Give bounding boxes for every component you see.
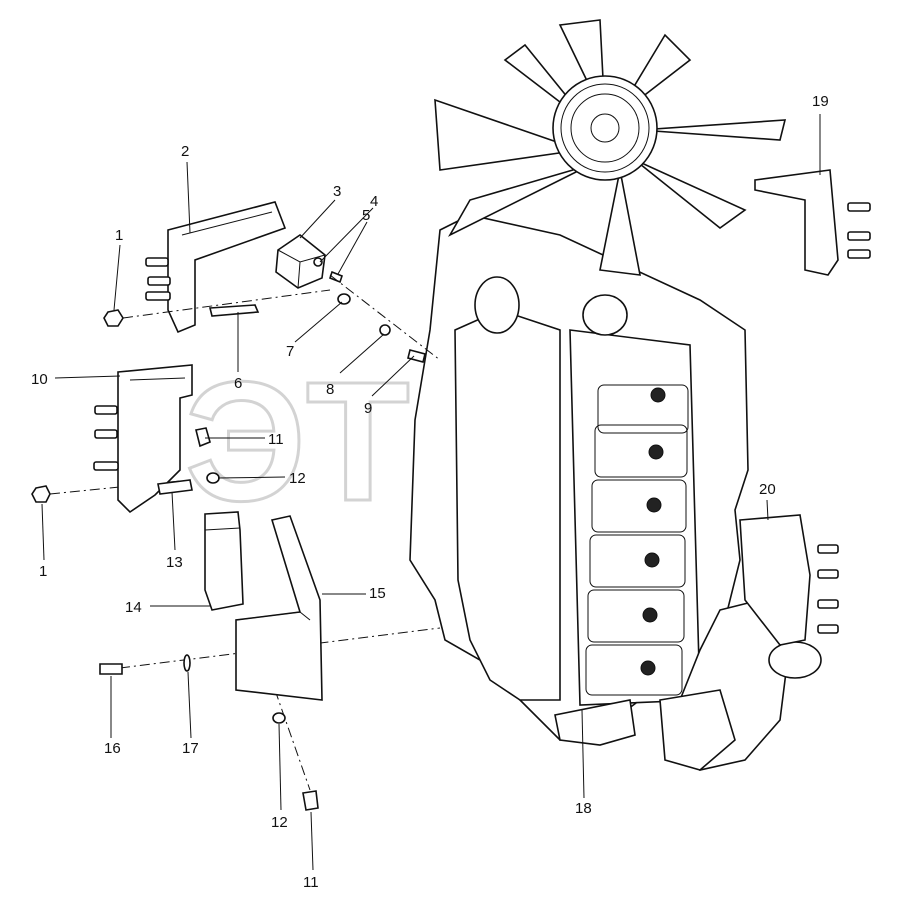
part-3-cushion — [275, 234, 326, 289]
callout-4: 4 — [370, 193, 378, 210]
callout-labels: 1 2 3 4 5 6 7 8 9 10 11 12 13 1 14 15 16… — [31, 93, 829, 891]
part-13-bolt — [157, 479, 193, 495]
valve-cover-bank — [569, 329, 701, 706]
callout-11-lower: 11 — [303, 874, 319, 891]
intake-elbow-right — [582, 294, 628, 336]
part-12-washer-upper — [206, 472, 220, 484]
part-16-bolt — [99, 663, 123, 675]
callout-13: 13 — [166, 554, 183, 571]
part-11-bolt-upper — [195, 427, 211, 448]
part-15-mounting-plate — [235, 515, 323, 701]
intake-elbow-left — [474, 276, 520, 334]
part-11-bolt-lower — [302, 790, 319, 811]
callout-10: 10 — [31, 371, 48, 388]
part-14-shim-block — [204, 511, 244, 611]
callout-6: 6 — [234, 375, 242, 392]
part-2-upper-bracket — [145, 201, 287, 334]
part-19-right-bracket — [754, 169, 871, 276]
turbo-compressor — [659, 689, 736, 771]
callout-1-lower: 1 — [39, 563, 47, 580]
part-6-bolt — [208, 304, 260, 317]
fan-clutch-hub — [552, 75, 658, 181]
callout-3: 3 — [333, 183, 341, 200]
callout-12-lower: 12 — [271, 814, 288, 831]
part-7-washer — [337, 293, 351, 305]
callout-1-upper: 1 — [115, 227, 123, 244]
callout-8: 8 — [326, 381, 334, 398]
callout-19: 19 — [812, 93, 829, 110]
callout-12-upper: 12 — [289, 470, 306, 487]
part-1-nut-lower — [31, 485, 51, 503]
engine-assembly — [409, 19, 822, 771]
valve-cover-segments — [585, 384, 689, 696]
callout-9: 9 — [364, 400, 372, 417]
part-20-right-lower-bracket — [739, 514, 839, 646]
callout-18: 18 — [575, 800, 592, 817]
engine-left-manifold — [454, 309, 561, 701]
part-1-nut-upper — [103, 309, 124, 327]
part-17-washer — [183, 654, 191, 672]
part-9-bolt — [407, 349, 426, 363]
callout-7: 7 — [286, 343, 294, 360]
leader-lines — [41, 114, 821, 871]
callout-2: 2 — [181, 143, 189, 160]
part-4-nut — [313, 257, 323, 267]
callout-11-upper: 11 — [268, 431, 284, 448]
part-12-washer-lower — [272, 712, 286, 724]
part-10-lower-bracket — [93, 364, 193, 514]
callout-16: 16 — [104, 740, 121, 757]
exhaust-outlet — [554, 699, 636, 746]
turbo-inlet — [768, 641, 822, 679]
callout-5: 5 — [362, 207, 370, 224]
callout-15: 15 — [369, 585, 386, 602]
part-8-nut — [379, 324, 391, 336]
callout-20: 20 — [759, 481, 776, 498]
callout-17: 17 — [182, 740, 199, 757]
callout-14: 14 — [125, 599, 142, 616]
cooling-fan — [434, 19, 787, 276]
